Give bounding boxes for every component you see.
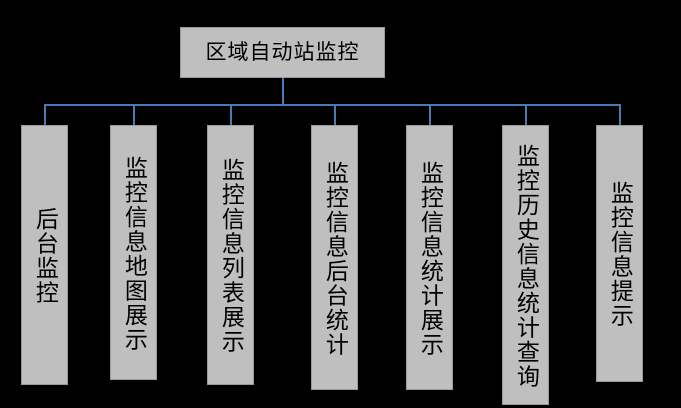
node-backend-statistics[interactable]: 监控信息后台统计 — [311, 125, 358, 390]
root-node[interactable]: 区域自动站监控 — [180, 27, 385, 78]
node-label: 监控信息统计展示 — [417, 160, 443, 357]
node-label: 监控信息列表展示 — [218, 158, 244, 354]
node-label: 监控信息后台统计 — [322, 160, 348, 357]
node-history-statistics-query[interactable]: 监控历史信息统计查询 — [502, 125, 549, 405]
connector-horizontal-bus — [44, 104, 621, 106]
node-statistics-display[interactable]: 监控信息统计展示 — [406, 125, 453, 390]
connector-drop-6 — [525, 104, 527, 125]
node-map-display[interactable]: 监控信息地图展示 — [110, 125, 157, 380]
connector-drop-5 — [429, 104, 431, 125]
connector-drop-1 — [44, 104, 46, 125]
node-label: 后台监控 — [32, 207, 58, 305]
connector-drop-7 — [619, 104, 621, 125]
root-node-label: 区域自动站监控 — [205, 40, 360, 64]
node-monitoring-alert[interactable]: 监控信息提示 — [596, 125, 643, 382]
connector-root-stem — [282, 78, 284, 106]
node-list-display[interactable]: 监控信息列表展示 — [207, 125, 254, 385]
node-backend-monitoring[interactable]: 后台监控 — [21, 125, 68, 385]
connector-drop-3 — [230, 104, 232, 125]
node-label: 监控信息地图展示 — [121, 155, 147, 352]
connector-drop-2 — [133, 104, 135, 125]
node-label: 监控信息提示 — [607, 181, 633, 328]
connector-drop-4 — [334, 104, 336, 125]
node-label: 监控历史信息统计查询 — [513, 143, 539, 389]
